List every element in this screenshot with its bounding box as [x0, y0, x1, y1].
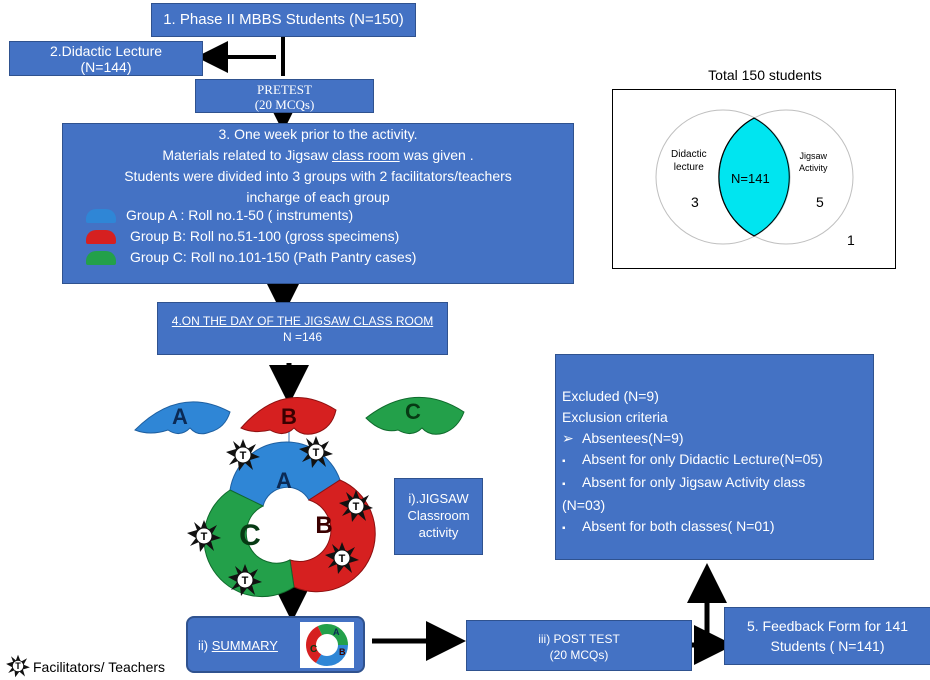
venn-outside-value: 1 [847, 232, 855, 248]
box-didactic-lecture: 2.Didactic Lecture (N=144) [9, 41, 203, 76]
group-b-row: Group B: Roll no.51-100 (gross specimens… [86, 226, 416, 247]
puzzle-b-icon [86, 229, 116, 244]
legend-star-icon: T [5, 654, 31, 678]
box-excluded: Excluded (N=9) Exclusion criteria ➢Absen… [555, 354, 874, 560]
box-one-week-prior: 3. One week prior to the activity. Mater… [62, 123, 574, 284]
legend-label: Facilitators/ Teachers [33, 659, 166, 675]
venn-left-value: 3 [691, 194, 699, 210]
svg-text:T: T [240, 450, 247, 462]
box-feedback-form: 5. Feedback Form for 141 Students ( N=14… [724, 607, 930, 665]
piece-letter-a: A [172, 404, 188, 429]
venn-right-value: 5 [816, 194, 824, 210]
piece-letter-c: C [405, 399, 421, 424]
class-room-link-2: CLASS ROOM [353, 314, 434, 328]
box-phase2-students: 1. Phase II MBBS Students (N=150) [151, 3, 416, 37]
summary-ring-icon: A B C [300, 622, 354, 668]
jigsaw-piece-a: A [134, 401, 231, 435]
box-jigsaw-activity: i).JIGSAW Classroom activity [394, 478, 483, 555]
svg-text:T: T [339, 553, 346, 565]
summary-link: SUMMARY [211, 638, 278, 653]
exclusion-item: ▪Absent for both classes( N=01) [562, 518, 775, 534]
ring-letter-b: B [315, 512, 332, 539]
venn-circles [655, 109, 854, 245]
svg-text:T: T [201, 531, 208, 543]
group-list: Group A : Roll no.1-50 ( instruments) Gr… [86, 205, 416, 268]
venn-intersection-value: N=141 [731, 171, 770, 186]
svg-text:T: T [353, 501, 360, 513]
puzzle-c-icon [86, 250, 116, 265]
venn-title: Total 150 students [708, 67, 822, 83]
exclusion-item: ▪Absent for only Jigsaw Activity class [562, 474, 806, 490]
svg-text:T: T [242, 575, 249, 587]
class-room-link: class room [332, 147, 400, 163]
exclusion-item: ➢Absentees(N=9) [562, 430, 684, 446]
ring-letter-c: C [239, 519, 261, 552]
jigsaw-ring: A B C [203, 441, 376, 598]
svg-text:B: B [339, 647, 346, 657]
exclusion-item: (N=03) [562, 497, 606, 513]
svg-text:A: A [333, 627, 340, 637]
svg-text:T: T [313, 447, 320, 459]
jigsaw-piece-c: C [365, 396, 465, 435]
group-c-row: Group C: Roll no.101-150 (Path Pantry ca… [86, 247, 416, 268]
piece-letter-b: B [281, 404, 297, 429]
exclusion-item: ▪Absent for only Didactic Lecture(N=05) [562, 451, 823, 467]
puzzle-a-icon [86, 208, 116, 223]
box-summary: ii) SUMMARY A B C [186, 616, 365, 673]
ring-letter-a: A [276, 468, 292, 493]
group-a-row: Group A : Roll no.1-50 ( instruments) [86, 205, 416, 226]
svg-text:T: T [15, 661, 21, 671]
facilitator-stars: T T T T T T [186, 435, 374, 597]
box-post-test: iii) POST TEST (20 MCQs) [466, 620, 692, 671]
svg-text:C: C [310, 644, 317, 655]
box-pretest: PRETEST (20 MCQs) [195, 79, 374, 113]
box-day-of-jigsaw: 4.ON THE DAY OF THE JIGSAW CLASS ROOM N … [157, 302, 448, 355]
